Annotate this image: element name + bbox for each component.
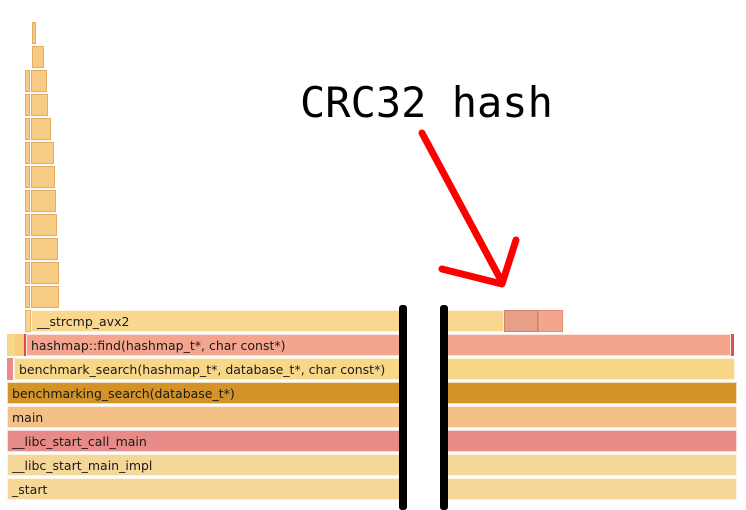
strcmp-sliver[interactable] [25, 310, 31, 332]
frame-libc-start-call-main[interactable]: __libc_start_call_main [7, 430, 737, 452]
omission-line-left [399, 305, 407, 510]
omission-line-right [440, 305, 448, 510]
tower-frame[interactable] [25, 214, 30, 236]
frame-libc-start-main-impl[interactable]: __libc_start_main_impl [7, 454, 737, 476]
tower-frame[interactable] [31, 214, 57, 236]
tower-frame[interactable] [25, 238, 30, 260]
annotation-label: CRC32 hash [300, 78, 553, 127]
frame-start[interactable]: _start [7, 478, 737, 500]
tower-frame[interactable] [25, 118, 30, 140]
tower-frame[interactable] [31, 118, 51, 140]
frame-hashmap-find[interactable]: hashmap::find(hashmap_t*, char const*) [26, 334, 731, 356]
bench-sliver[interactable] [7, 358, 13, 380]
tower-frame[interactable] [25, 190, 30, 212]
tower-frame[interactable] [25, 142, 30, 164]
tower-frame[interactable] [31, 262, 59, 284]
tower-frame[interactable] [32, 22, 36, 44]
tower-frame[interactable] [25, 166, 30, 188]
tower-frame[interactable] [25, 262, 30, 284]
tower-frame[interactable] [31, 94, 48, 116]
tower-frame[interactable] [31, 286, 59, 308]
tower-frame[interactable] [25, 70, 30, 92]
frame-strcmp-avx2[interactable]: __strcmp_avx2 [31, 310, 504, 332]
frame-hash-right[interactable] [538, 310, 563, 332]
tower-frame[interactable] [31, 142, 54, 164]
frame-benchmarking-search[interactable]: benchmarking_search(database_t*) [7, 382, 737, 404]
frame-hash-highlight[interactable] [504, 310, 538, 332]
find-sliver-mid[interactable] [15, 334, 24, 356]
tower-frame[interactable] [31, 166, 55, 188]
frame-benchmark-search[interactable]: benchmark_search(hashmap_t*, database_t*… [14, 358, 735, 380]
find-marker [24, 334, 26, 356]
tower-frame[interactable] [32, 46, 44, 68]
find-sliver-left[interactable] [7, 334, 15, 356]
tower-frame[interactable] [25, 286, 30, 308]
tower-frame[interactable] [31, 190, 56, 212]
omission-gap [404, 305, 444, 510]
tower-frame[interactable] [31, 70, 47, 92]
tower-frame[interactable] [25, 94, 30, 116]
tower-frame[interactable] [31, 238, 58, 260]
frame-main[interactable]: main [7, 406, 737, 428]
find-right-edge [731, 334, 734, 356]
